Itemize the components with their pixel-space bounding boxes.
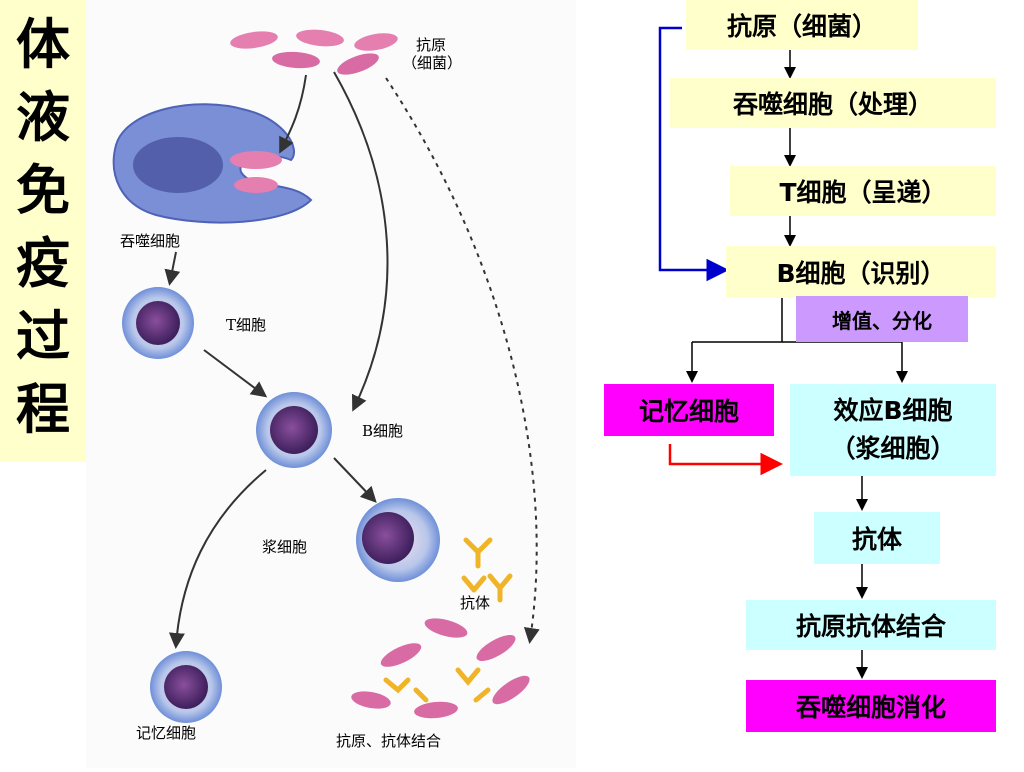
illustration-panel: 抗原 （细菌） 吞噬细胞 T细胞 B细胞 浆细胞 [86, 0, 576, 768]
binding-label: 抗原、抗体结合 [336, 732, 441, 750]
slide-title: 体 液 免 疫 过 程 [0, 8, 86, 446]
plasma-cell-label: 浆细胞 [262, 538, 307, 556]
title-char: 液 [16, 86, 70, 149]
immune-illustration: 抗原 （细菌） 吞噬细胞 T细胞 B细胞 浆细胞 [112, 29, 540, 750]
memory-cell [150, 651, 222, 723]
bacteria-cluster [230, 29, 398, 75]
title-char: 体 [16, 13, 70, 76]
b-cell-label: B细胞 [362, 422, 403, 440]
antibody-box: 抗体 [814, 512, 940, 564]
phagocyte-label: 吞噬细胞 [120, 232, 180, 250]
title-panel [0, 0, 86, 462]
antigen-label: 抗原 [416, 36, 446, 54]
b-cell [256, 392, 332, 468]
antibody-label: 抗体 [460, 594, 490, 612]
red-connector [668, 444, 783, 476]
antigen-sublabel: （细菌） [402, 54, 462, 72]
title-char: 疫 [16, 232, 70, 295]
plasma-cell [356, 498, 440, 582]
binding-cluster [351, 618, 530, 719]
proliferate-box: 增值、分化 [796, 296, 968, 342]
t-cell-label: T细胞 [226, 316, 266, 334]
antibody-cluster [461, 537, 513, 603]
flowchart-connectors [658, 26, 908, 679]
illustration-arrows [164, 71, 540, 649]
phagocyte-box: 吞噬细胞（处理） [670, 78, 996, 128]
effector-line-2: （浆细胞） [830, 434, 956, 463]
antigen-box: 抗原（细菌） [686, 0, 918, 50]
title-char: 过 [16, 305, 70, 368]
effector-b-cell-box: 效应B细胞 （浆细胞） [790, 384, 996, 476]
memory-cell-label: 记忆细胞 [136, 724, 196, 742]
t-cell [122, 287, 194, 359]
binding-box: 抗原抗体结合 [746, 600, 996, 650]
digest-box: 吞噬细胞消化 [746, 680, 996, 732]
memory-cell-box: 记忆细胞 [604, 384, 774, 436]
b-cell-box: B细胞（识别） [726, 246, 996, 298]
t-cell-box: T细胞（呈递） [730, 166, 996, 216]
title-char: 免 [16, 159, 70, 222]
title-char: 程 [16, 378, 70, 441]
phagocyte-cell [112, 103, 313, 224]
effector-line-1: 效应B细胞 [833, 396, 953, 425]
blue-connector [658, 26, 729, 282]
